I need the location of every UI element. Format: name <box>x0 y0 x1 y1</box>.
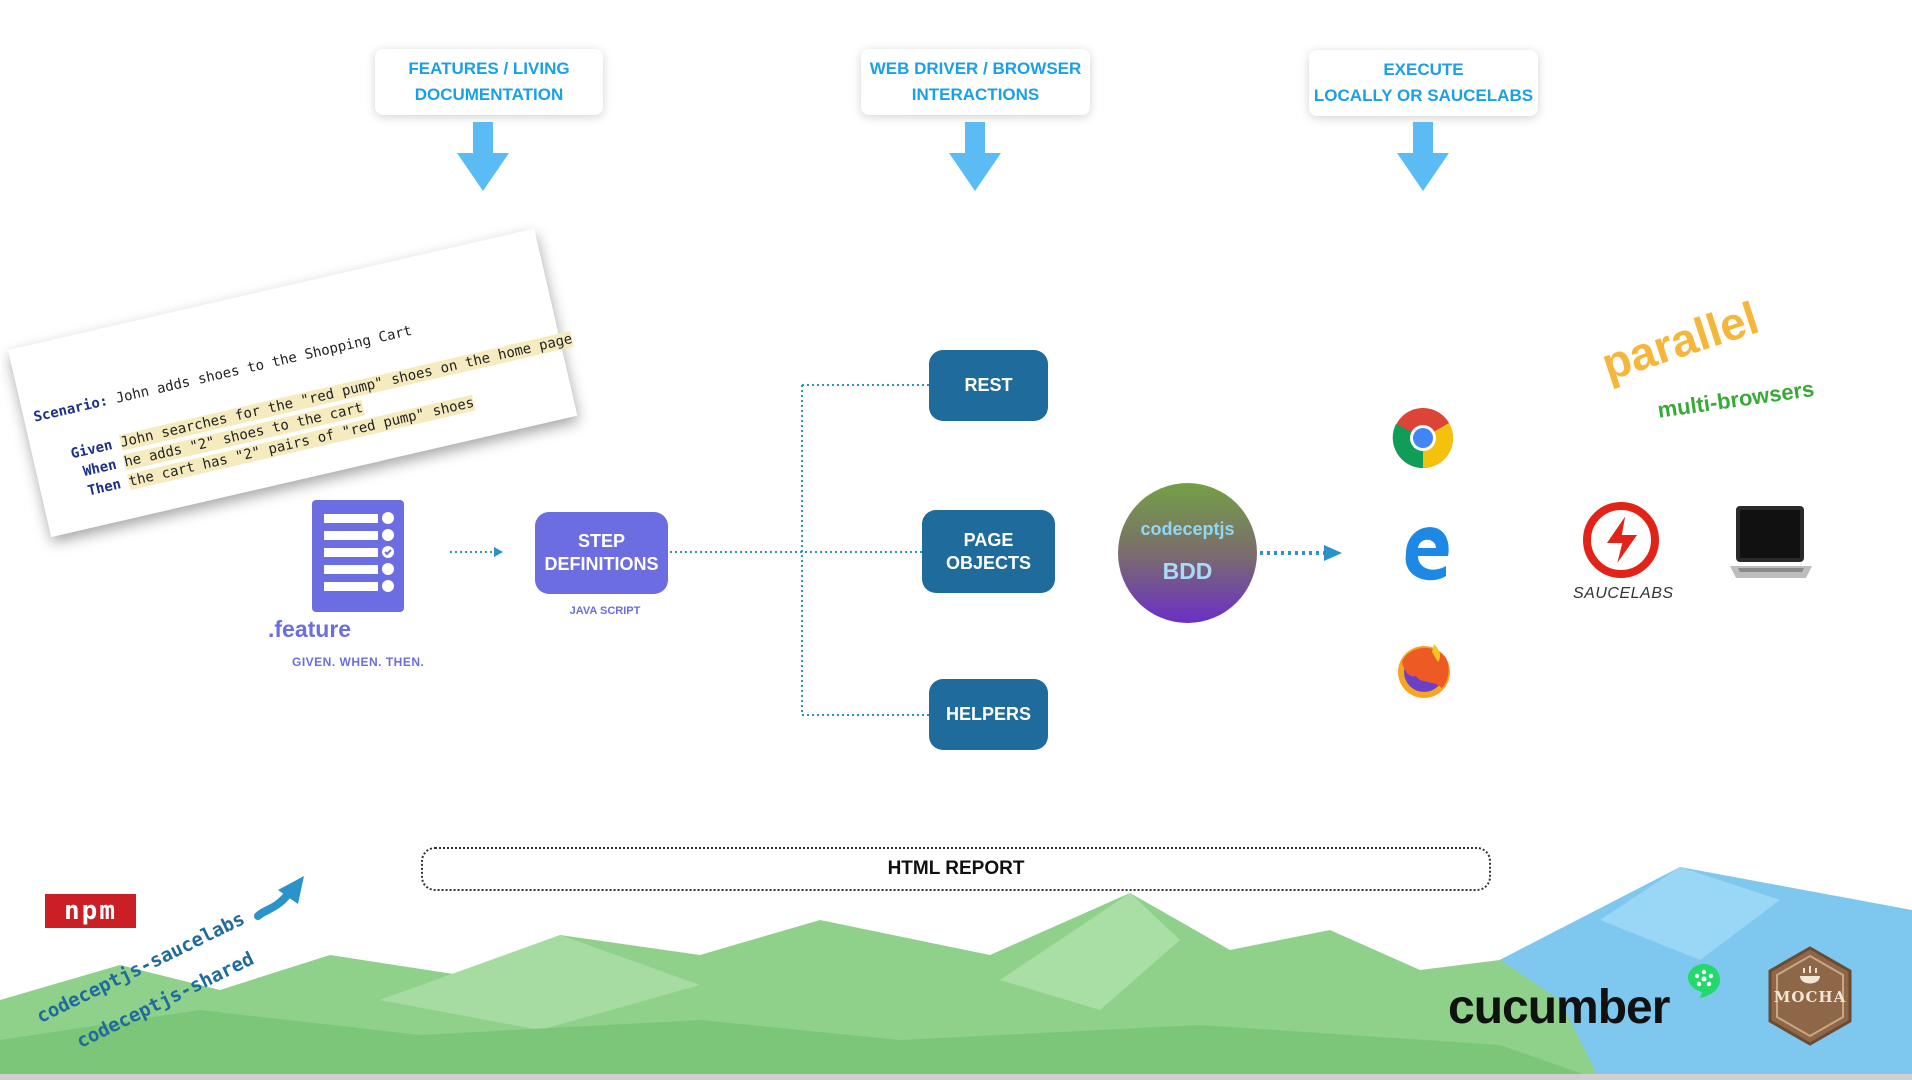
feature-sub-label: GIVEN. WHEN. THEN. <box>292 655 425 669</box>
feature-label: .feature <box>268 616 352 642</box>
cucumber-logo-text: cucumber <box>1448 981 1670 1034</box>
curved-arrow-icon <box>254 876 304 920</box>
webdriver-arrow-stem <box>965 122 985 156</box>
codeceptjs-bdd-circle: codeceptjs BDD <box>1118 483 1257 623</box>
step-definitions-box: STEP DEFINITIONS <box>535 512 668 594</box>
laptop-icon <box>1730 506 1812 578</box>
page-objects-node: PAGE OBJECTS <box>922 510 1055 593</box>
execute-arrow-icon <box>1397 153 1449 191</box>
npm-logo-text: npm <box>64 896 117 926</box>
chrome-icon <box>1392 408 1454 468</box>
features-living-documentation-box: FEATURES / LIVING DOCUMENTATION <box>375 49 603 115</box>
html-report-bar: HTML REPORT <box>421 847 1491 891</box>
execute-line-1: EXECUTE <box>1383 60 1464 79</box>
bdd-label: BDD <box>1162 558 1213 584</box>
webdriver-arrow-icon <box>949 153 1001 191</box>
features-line-1: FEATURES / LIVING <box>408 59 570 78</box>
feature-file-icon <box>312 500 404 612</box>
webdriver-line-1: WEB DRIVER / BROWSER <box>869 59 1082 78</box>
mountain-landscape <box>0 867 1912 1080</box>
rest-node: REST <box>929 350 1048 421</box>
mocha-icon <box>1768 946 1852 1046</box>
npm-icon: npm <box>45 894 136 928</box>
features-arrow-stem <box>473 122 493 156</box>
execute-line-2: LOCALLY OR SAUCELABS <box>1313 86 1534 105</box>
codeceptjs-label: codeceptjs <box>1140 519 1235 539</box>
firefox-icon <box>1398 644 1450 698</box>
webdriver-line-2: INTERACTIONS <box>911 85 1040 104</box>
saucelabs-icon <box>1583 502 1659 578</box>
execute-arrow-stem <box>1413 122 1433 156</box>
cucumber-icon <box>1688 964 1720 998</box>
helpers-node: HELPERS <box>929 679 1048 750</box>
features-line-2: DOCUMENTATION <box>414 85 564 104</box>
execute-box: EXECUTE LOCALLY OR SAUCELABS <box>1309 50 1538 116</box>
saucelabs-label: SAUCELABS <box>1573 585 1674 602</box>
html-report-label: HTML REPORT <box>887 858 1025 879</box>
webdriver-browser-interactions-box: WEB DRIVER / BROWSER INTERACTIONS <box>861 49 1090 115</box>
edge-icon <box>1405 527 1449 581</box>
mocha-logo-text: MOCHA <box>1773 988 1847 1006</box>
step-definitions-sub-label: JAVA SCRIPT <box>569 605 641 617</box>
features-arrow-icon <box>457 153 509 191</box>
